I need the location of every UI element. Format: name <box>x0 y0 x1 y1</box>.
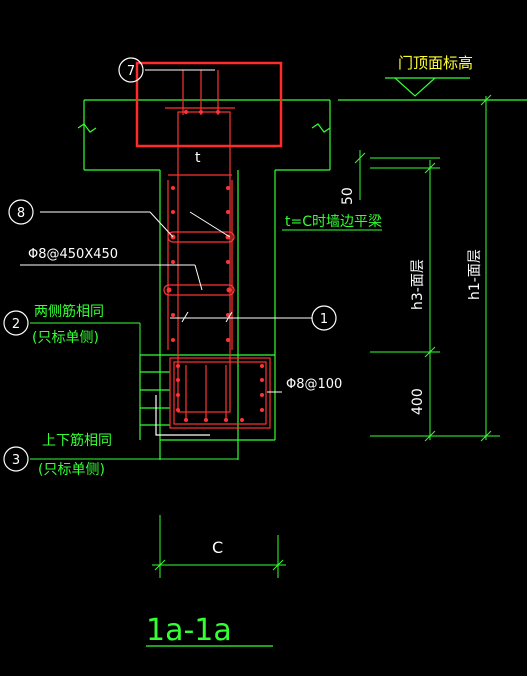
side-bars-label: 两侧筋相同 <box>34 303 104 320</box>
callout-7: 7 <box>118 57 144 83</box>
elevation-marker <box>338 77 527 101</box>
stirrup-spacing-label: Φ8@450X450 <box>28 247 118 262</box>
top-bottom-note: (只标单侧) <box>38 462 105 478</box>
dim-h1-label: h1-面层 <box>467 249 483 300</box>
svg-text:1: 1 <box>320 312 328 327</box>
vertical-dimensions <box>354 94 500 442</box>
dim-50-label: 50 <box>340 187 356 205</box>
width-c-label: C <box>212 538 223 557</box>
rebar-group <box>163 70 271 429</box>
svg-text:3: 3 <box>12 453 20 468</box>
t-eq-c-label: t=C时墙边平梁 <box>285 214 382 230</box>
t-inside-label: t <box>195 150 201 166</box>
dim-h3-label: h3-面层 <box>410 259 426 310</box>
top-bottom-label: 上下筋相同 <box>42 432 112 449</box>
dim-400-label: 400 <box>410 388 426 415</box>
door-top-elevation-label: 门顶面标高 <box>398 54 473 72</box>
callout-3: 3 <box>3 446 29 472</box>
highlight-box <box>135 61 283 148</box>
callout-8: 8 <box>8 199 34 225</box>
side-bars-note: (只标单侧) <box>32 330 99 346</box>
hook-mark <box>155 395 210 436</box>
rebar-dots <box>166 110 264 422</box>
section-title: 1a-1a <box>146 613 232 648</box>
svg-text:7: 7 <box>127 64 135 79</box>
svg-text:8: 8 <box>17 206 25 221</box>
callout-2: 2 <box>3 310 29 336</box>
svg-text:2: 2 <box>12 317 20 332</box>
slab-outline <box>77 99 331 460</box>
callout-1: 1 <box>311 305 337 331</box>
leader-lines-green <box>30 322 238 460</box>
width-dimension <box>152 515 286 578</box>
leader-lines <box>20 69 312 393</box>
stirrup-bottom-label: Φ8@100 <box>286 377 342 392</box>
